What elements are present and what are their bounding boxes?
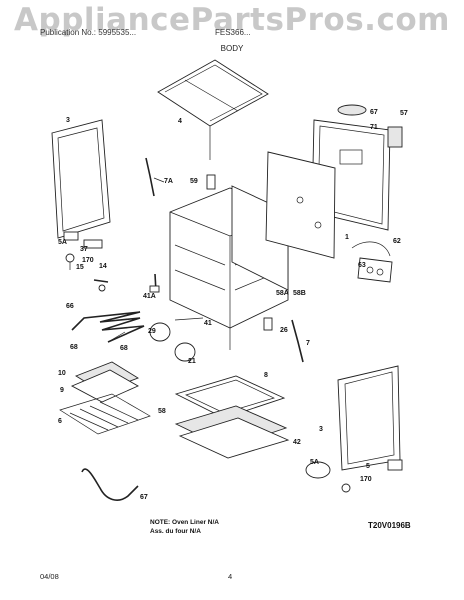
callout-21: 21 (188, 358, 196, 365)
broil-pan (70, 361, 140, 403)
callout-170-left: 170 (82, 257, 94, 264)
part-67-top (337, 104, 367, 116)
callout-6: 6 (58, 418, 62, 425)
callout-59: 59 (190, 178, 198, 185)
note-line-2: Ass. du four N/A (150, 528, 201, 535)
callout-8-drawer: 8 (264, 372, 268, 379)
callout-10: 10 (58, 370, 66, 377)
callout-26: 26 (280, 327, 288, 334)
oven-rack (59, 393, 151, 435)
terminal-block (351, 241, 393, 283)
parts-29-21 (149, 317, 204, 362)
part-15-14 (93, 279, 109, 292)
callout-63: 63 (358, 262, 366, 269)
callout-29: 29 (148, 328, 156, 335)
oven-liner-note: NOTE: Oven Liner N/A Ass. du four N/A (150, 518, 219, 536)
callout-42: 42 (293, 439, 301, 446)
callout-66: 66 (66, 303, 74, 310)
storage-drawer (174, 375, 290, 459)
broil-element (81, 468, 139, 501)
callout-58b: 58B (293, 290, 306, 297)
left-hinge-parts (63, 231, 103, 270)
callout-68-left: 68 (70, 344, 78, 351)
parts-26-7 (263, 317, 304, 363)
callout-37: 37 (80, 246, 88, 253)
callout-170-right: 170 (360, 476, 372, 483)
inner-back-panel (265, 151, 336, 259)
right-side-panel (337, 365, 401, 471)
watermark: AppliancePartsPros.com (14, 2, 450, 38)
right-hinge-parts (305, 459, 403, 493)
callout-41: 41 (204, 320, 212, 327)
part-57 (387, 126, 403, 148)
bake-element (71, 311, 145, 343)
callout-57: 57 (400, 110, 408, 117)
callout-5: 5 (366, 463, 370, 470)
callout-4-top-panel: 4 (178, 118, 182, 125)
callout-5a-left: 5A (58, 239, 67, 246)
callout-3-left-panel: 3 (66, 117, 70, 124)
callout-7: 7 (306, 340, 310, 347)
callout-58: 58 (158, 408, 166, 415)
callout-15: 15 (76, 264, 84, 271)
note-line-1: NOTE: Oven Liner N/A (150, 519, 219, 526)
callout-67-top: 67 (370, 109, 378, 116)
callout-5a-right: 5A (310, 459, 319, 466)
callout-68-right: 68 (120, 345, 128, 352)
callout-1: 1 (345, 234, 349, 241)
footer-date: 04/08 (40, 572, 59, 581)
diagram-code: T20V0196B (368, 521, 411, 530)
callout-9: 9 (60, 387, 64, 394)
bracket-7a (145, 157, 165, 197)
callout-67-bottom: 67 (140, 494, 148, 501)
callout-7a: 7A (164, 178, 173, 185)
publication-number: Publication No.: 5995535... (40, 28, 137, 37)
part-59 (206, 174, 216, 190)
callout-58a: 58A (276, 290, 289, 297)
model-number: FES366... (215, 28, 251, 37)
callout-71: 71 (370, 124, 378, 131)
part-41a (149, 273, 160, 293)
section-title: BODY (220, 44, 244, 53)
callout-41a: 41A (143, 293, 156, 300)
left-side-panel (51, 119, 111, 239)
callout-62: 62 (393, 238, 401, 245)
callout-14: 14 (99, 263, 107, 270)
footer-page-number: 4 (228, 572, 233, 581)
top-panel (157, 59, 269, 160)
callout-3-right-panel: 3 (319, 426, 323, 433)
